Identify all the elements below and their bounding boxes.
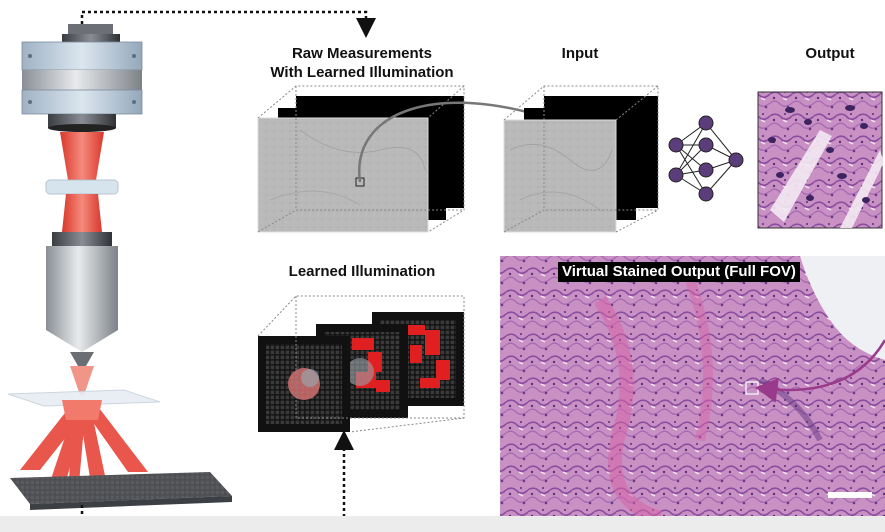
microscope-illustration — [7, 24, 232, 510]
fov-title: Virtual Stained Output (Full FOV) — [558, 262, 800, 282]
raw-measurements-stack — [257, 85, 465, 233]
neural-network-icon — [668, 115, 744, 202]
output-patch — [757, 91, 884, 229]
fov-to-output-arrow — [755, 339, 885, 403]
output-title: Output — [805, 45, 855, 62]
bottom-strip — [0, 516, 885, 532]
input-stack — [503, 85, 659, 233]
figure-diagram — [7, 10, 885, 516]
feedback-loop-bottom — [80, 430, 354, 516]
raw-measurements-title: Raw Measurements With Learned Illuminati… — [252, 44, 472, 82]
input-title: Input — [561, 45, 599, 62]
raw-to-input-arrow — [357, 101, 565, 183]
raw-title-line2: With Learned Illumination — [270, 64, 454, 81]
feedback-loop-top — [80, 10, 376, 38]
learned-illumination-stack — [257, 295, 465, 433]
scale-bar — [828, 492, 872, 498]
learned-illumination-title: Learned Illumination — [288, 263, 436, 280]
raw-title-line1: Raw Measurements — [291, 45, 433, 62]
